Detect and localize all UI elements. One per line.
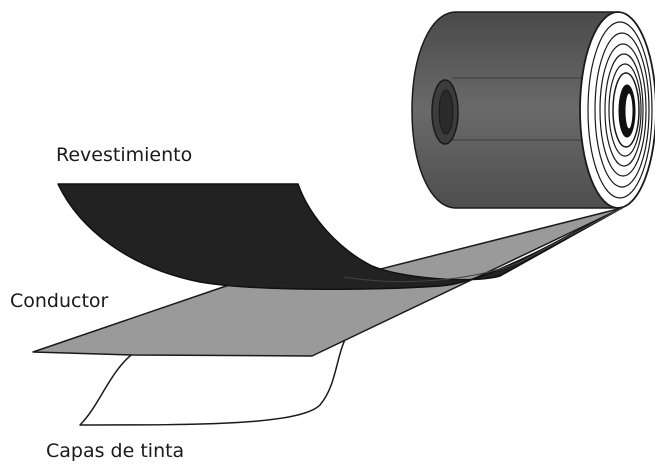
roll-body	[411, 11, 619, 209]
ink-layers-label: Capas de tinta	[46, 440, 185, 462]
coating-label: Revestimiento	[56, 144, 193, 166]
conductor-label: Conductor	[10, 290, 109, 312]
roll-end-face	[579, 11, 655, 209]
coating-layer-sheet	[57, 183, 623, 291]
